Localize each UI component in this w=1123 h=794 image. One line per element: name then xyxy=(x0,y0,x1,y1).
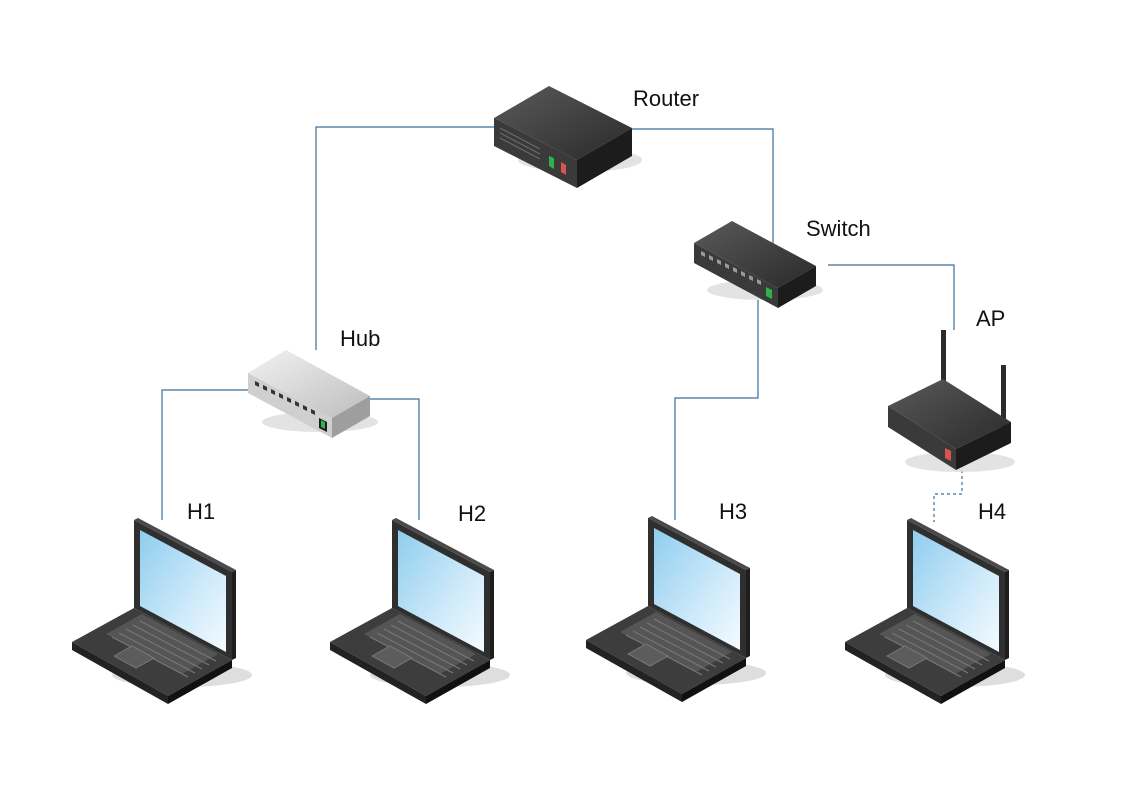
h4-label: H4 xyxy=(978,499,1006,524)
h1-label: H1 xyxy=(187,499,215,524)
laptop-icon xyxy=(329,517,511,705)
hub-label: Hub xyxy=(340,326,380,351)
link-hub-h2 xyxy=(370,398,420,520)
link-switch-ap xyxy=(828,264,955,330)
laptop-h3 xyxy=(585,515,767,703)
laptop-h4 xyxy=(844,517,1026,705)
laptop-h1 xyxy=(71,517,253,705)
hub-icon xyxy=(248,350,378,438)
laptop-icon xyxy=(844,517,1026,705)
links xyxy=(161,126,963,522)
laptop-icon xyxy=(585,515,767,703)
h2-label: H2 xyxy=(458,501,486,526)
laptop-h2 xyxy=(329,517,511,705)
link-hub-h1 xyxy=(161,389,250,520)
link-router-switch xyxy=(630,128,774,245)
router-icon xyxy=(494,86,642,188)
ap-label: AP xyxy=(976,306,1005,331)
laptop-icon xyxy=(71,517,253,705)
link-ap-h4 xyxy=(933,470,963,522)
access-point-icon xyxy=(888,330,1015,472)
switch-icon xyxy=(694,221,823,308)
switch-label: Switch xyxy=(806,216,871,241)
link-router-hub xyxy=(315,126,494,350)
router-label: Router xyxy=(633,86,699,111)
h3-label: H3 xyxy=(719,499,747,524)
link-switch-h3 xyxy=(674,300,759,520)
